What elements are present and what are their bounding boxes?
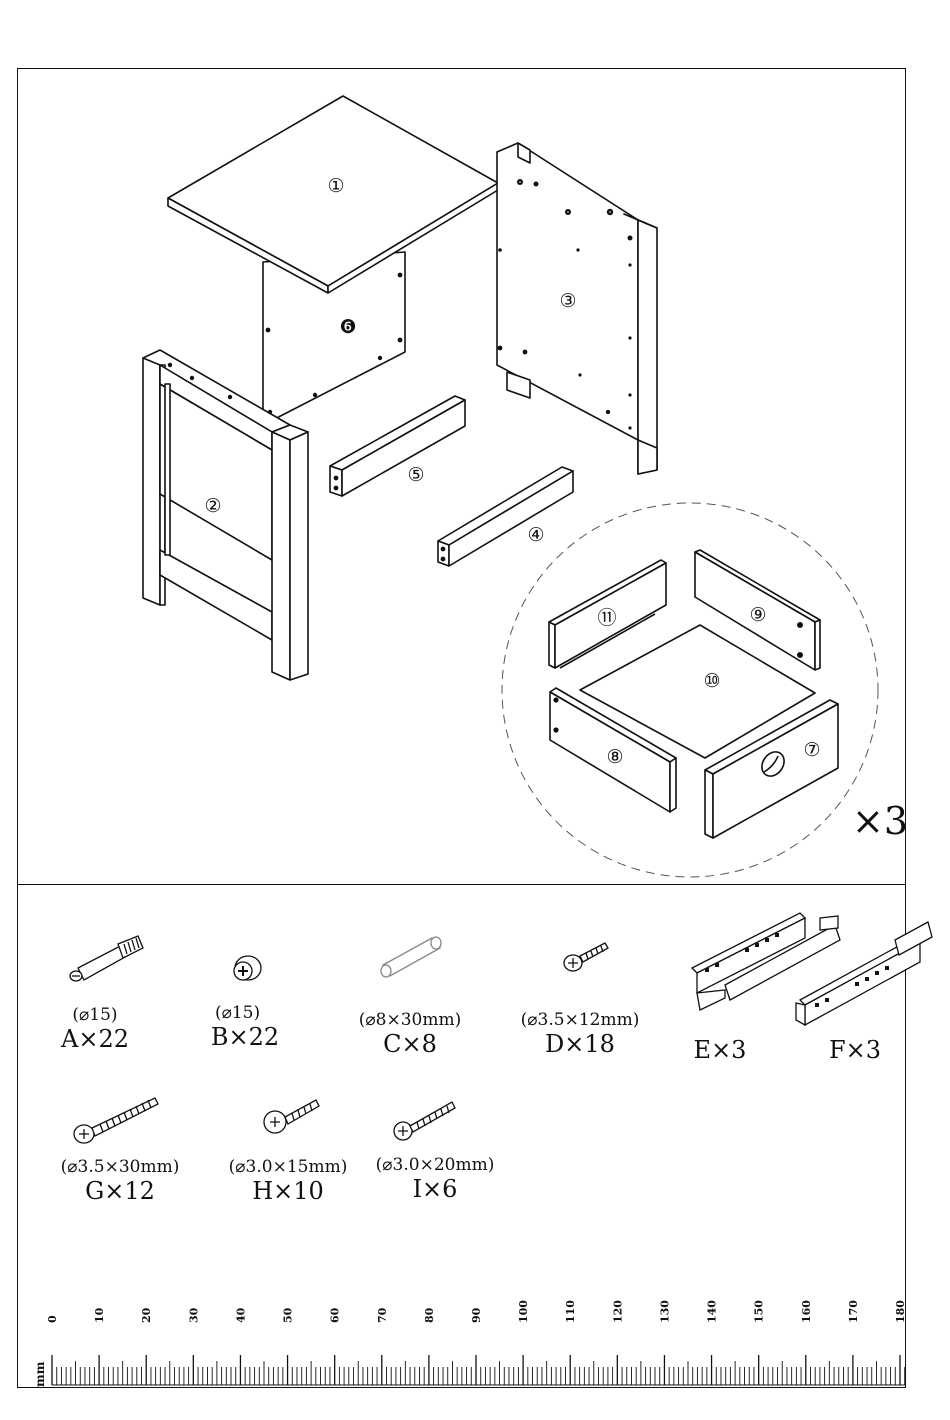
ruler-tick-label: 70 [376,1307,389,1323]
part-label-rail-4: ④ [527,524,544,546]
hardware-g: (⌀3.5×30mm) G×12 [40,1157,200,1205]
part-label-drawer-front: ⑦ [803,739,820,761]
hardware-f-qty: F×3 [805,1036,905,1064]
hardware-d-qty: D×18 [505,1030,655,1058]
hardware-i-size: (⌀3.0×20mm) [355,1155,515,1175]
ruler-tick-label: 150 [753,1300,766,1323]
ruler-tick-label: 120 [611,1300,624,1323]
ruler-tick-label: 170 [847,1300,860,1323]
hardware-c-qty: C×8 [340,1030,480,1058]
ruler-tick-label: 30 [187,1307,200,1323]
measurement-ruler: 0 10 20 30 40 50 60 70 80 90 100 110 120 130 140 150 160… [0,1275,950,1395]
hardware-h: (⌀3.0×15mm) H×10 [208,1157,368,1205]
hardware-a-qty: A×22 [40,1025,150,1053]
part-label-drawer-bottom: ⑩ [703,670,720,692]
ruler-tick-label: 10 [93,1307,106,1323]
hardware-i: (⌀3.0×20mm) I×6 [355,1155,515,1203]
hardware-c-size: (⌀8×30mm) [340,1010,480,1030]
hardware-c: (⌀8×30mm) C×8 [340,1010,480,1058]
rail-4 [438,467,573,566]
hardware-h-qty: H×10 [208,1177,368,1205]
section-divider [17,884,906,885]
part-label-right-side: ③ [559,290,576,312]
ruler-tick-label: 110 [564,1300,577,1323]
part-label-rail-5: ⑤ [407,464,424,486]
ruler-tick-label: 50 [282,1307,295,1323]
ruler-tick-label: 180 [894,1300,907,1323]
hardware-g-size: (⌀3.5×30mm) [40,1157,200,1177]
ruler-tick-label: 160 [800,1300,813,1323]
hardware-b: (⌀15) B×22 [190,1003,300,1051]
ruler-tick-label: 60 [329,1307,342,1323]
hardware-f: F×3 [805,1036,905,1064]
rail-5 [330,396,465,496]
part-label-top: ① [327,175,344,197]
part-label-drawer-back: ⑪ [597,607,616,629]
hardware-h-size: (⌀3.0×15mm) [208,1157,368,1177]
hardware-e: E×3 [670,1036,770,1064]
hardware-d: (⌀3.5×12mm) D×18 [505,1010,655,1058]
hardware-b-qty: B×22 [190,1023,300,1051]
ruler-tick-label: 0 [46,1315,59,1323]
hardware-a-size: (⌀15) [40,1005,150,1025]
ruler-tick-label: 140 [706,1300,719,1323]
ruler-tick-label: 40 [234,1307,247,1323]
ruler-tick-label: 130 [658,1300,671,1323]
ruler-tick-label: 90 [470,1307,483,1323]
part-label-drawer-side-left: ⑧ [606,746,623,768]
hardware-a: (⌀15) A×22 [40,1005,150,1053]
ruler-tick-label: 100 [517,1300,530,1323]
ruler-unit: mm [33,1361,47,1387]
ruler-tick-label: 80 [423,1307,436,1323]
hardware-e-qty: E×3 [670,1036,770,1064]
hardware-g-qty: G×12 [40,1177,200,1205]
right-side-frame [497,143,657,474]
drawer-multiplier: ×3 [852,799,908,843]
hardware-b-size: (⌀15) [190,1003,300,1023]
hardware-i-qty: I×6 [355,1175,515,1203]
part-label-left-side: ② [204,495,221,517]
part-label-back: ❻ [339,316,356,338]
hardware-d-size: (⌀3.5×12mm) [505,1010,655,1030]
exploded-assembly-diagram: ① ❻ ③ ② ⑤ ④ ⑪ ⑨ ⑩ ⑧ ⑦ ×3 [0,0,950,884]
ruler-tick-label: 20 [140,1307,153,1323]
part-label-drawer-side-right: ⑨ [749,604,766,626]
